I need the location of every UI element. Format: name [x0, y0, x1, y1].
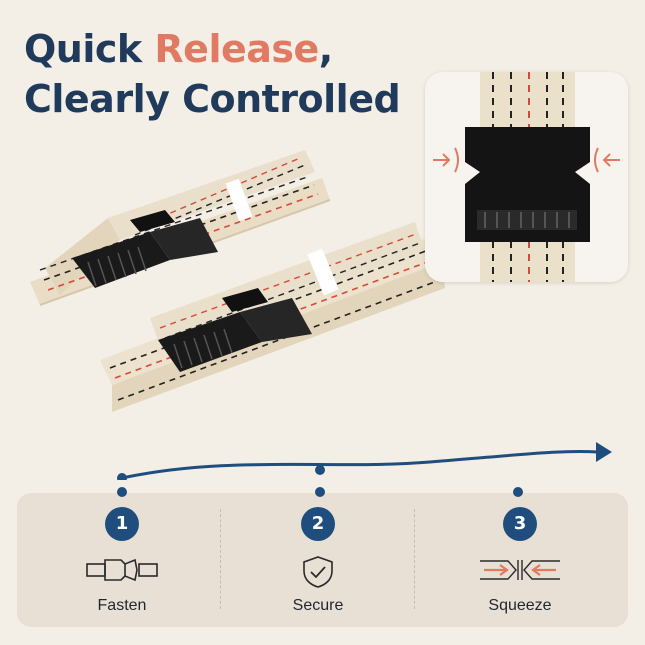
- headline-line-1: Quick Release,: [24, 27, 333, 71]
- step-number-badge: 3: [503, 507, 537, 541]
- squeeze-arrows-icon: [480, 560, 560, 580]
- step-label: Secure: [292, 597, 344, 614]
- progress-arrow: [117, 442, 612, 480]
- step-secure: 2 Secure: [218, 507, 418, 615]
- step-number-badge: 1: [105, 507, 139, 541]
- buckle-back: [72, 210, 218, 288]
- buckle-closeup-image: [425, 72, 628, 282]
- squeeze-arrow-left-icon: [433, 147, 459, 173]
- step-squeeze: 3 Squeeze: [420, 507, 620, 615]
- gait-belt-back: [30, 150, 331, 306]
- headline-line-2: Clearly Controlled: [24, 77, 401, 121]
- buckle-icon: [86, 558, 158, 582]
- buckle-closeup: [425, 72, 628, 282]
- step-label: Squeeze: [488, 597, 552, 614]
- product-image: [30, 150, 612, 480]
- buckle-closeup-shape: [465, 127, 590, 242]
- step-divider: [220, 509, 222, 609]
- headline-accent: Release: [154, 27, 319, 71]
- shield-check-icon: [303, 556, 333, 588]
- step-label: Fasten: [97, 597, 147, 614]
- squeeze-arrow-right-icon: [594, 147, 620, 173]
- step-divider: [414, 509, 416, 609]
- buckle-front: [158, 288, 312, 372]
- gait-belt-front: [100, 222, 445, 412]
- step-number-badge: 2: [301, 507, 335, 541]
- headline: Quick Release, Clearly Controlled: [24, 24, 401, 124]
- step-fasten: 1 Fasten: [22, 507, 222, 615]
- steps-panel: 1 Fasten 2 Secure 3 Squeeze: [17, 493, 628, 627]
